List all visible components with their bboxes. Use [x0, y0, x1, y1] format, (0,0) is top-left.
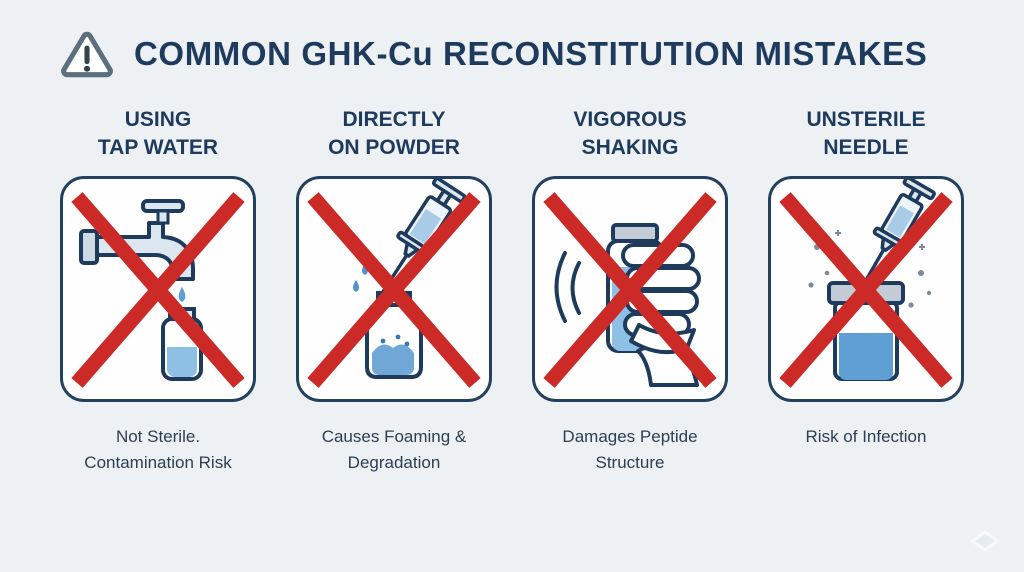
heading-line: UNSTERILE	[806, 108, 926, 131]
mistake-card-unsterile-needle: UNSTERILE NEEDLE	[760, 106, 972, 475]
mistakes-grid: USING TAP WATER	[0, 106, 1024, 475]
caption-line: Contamination Risk	[84, 452, 232, 472]
heading-line: TAP WATER	[97, 136, 219, 160]
mistake-card-tap-water: USING TAP WATER	[52, 106, 264, 475]
prohibition-x-icon	[779, 192, 953, 388]
prohibition-x-icon	[307, 192, 481, 388]
unsterile-needle-icon	[808, 179, 936, 381]
warning-triangle-icon	[60, 30, 114, 78]
caption-line: Not Sterile.	[115, 427, 201, 446]
mistake-illustration-panel	[532, 176, 728, 402]
prohibition-x-icon	[543, 192, 717, 388]
mistake-caption: Risk of Infection	[806, 424, 927, 450]
caption-line: Damages Peptide	[562, 427, 698, 446]
heading-line: DIRECTLY	[342, 108, 446, 131]
watermark-icon	[968, 528, 1002, 554]
caption-line: Degradation	[347, 452, 441, 472]
heading-line: SHAKING	[581, 136, 679, 160]
caption-line: Structure	[595, 452, 665, 472]
caption-line: Risk of Infection	[805, 427, 927, 446]
mistake-heading: USING TAP WATER	[98, 106, 218, 164]
mistake-caption: Damages Peptide Structure	[562, 424, 697, 475]
page-title: COMMON GHK-Cu RECONSTITUTION MISTAKES	[134, 35, 928, 72]
heading-line: USING	[124, 108, 192, 131]
mistake-caption: Not Sterile. Contamination Risk	[84, 424, 231, 475]
infographic: COMMON GHK-Cu RECONSTITUTION MISTAKES US…	[0, 0, 1024, 552]
mistake-illustration-panel	[60, 176, 256, 402]
prohibition-x-icon	[71, 192, 245, 388]
caption-line: Causes Foaming &	[321, 427, 467, 446]
mistake-heading: VIGOROUS SHAKING	[573, 106, 686, 164]
heading-line: VIGOROUS	[573, 108, 687, 131]
mistake-illustration-panel	[296, 176, 492, 402]
heading-line: NEEDLE	[823, 136, 909, 160]
mistake-heading: DIRECTLY ON POWDER	[328, 106, 460, 164]
header: COMMON GHK-Cu RECONSTITUTION MISTAKES	[0, 0, 1024, 78]
mistake-card-directly-on-powder: DIRECTLY ON POWDER	[288, 106, 500, 475]
mistake-illustration-panel	[768, 176, 964, 402]
mistake-heading: UNSTERILE NEEDLE	[806, 106, 925, 164]
heading-line: ON POWDER	[328, 136, 460, 160]
mistake-caption: Causes Foaming & Degradation	[322, 424, 467, 475]
mistake-card-vigorous-shaking: VIGOROUS SHAKING	[524, 106, 736, 475]
